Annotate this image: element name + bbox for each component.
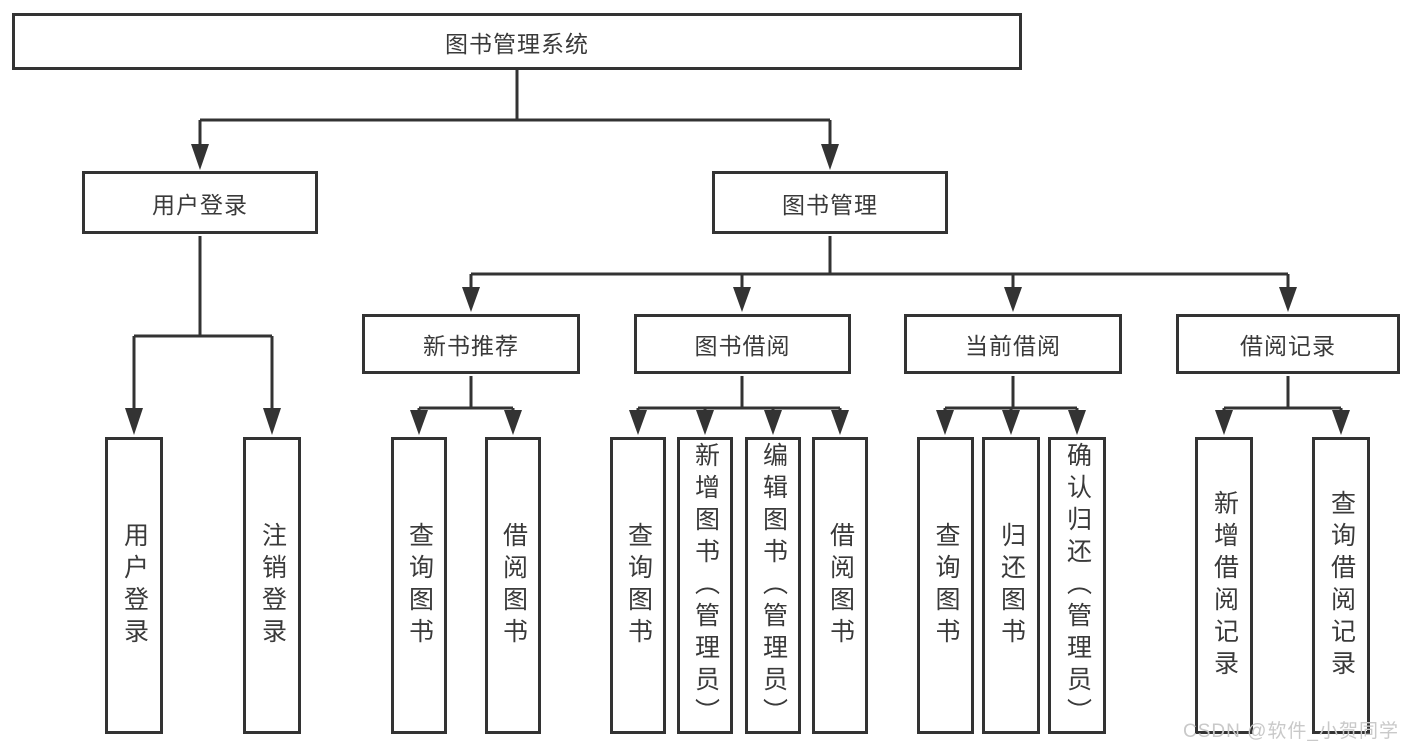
node-book-management: 图书管理 <box>712 171 948 234</box>
node-root: 图书管理系统 <box>12 13 1022 70</box>
leaf-bb-edit-books-admin: 编辑图书（管理员） <box>745 437 801 734</box>
arrowheads <box>125 144 1350 435</box>
node-current-borrowing-label: 当前借阅 <box>965 333 1061 359</box>
leaf-bb-query-books-label: 查询图书 <box>624 521 653 650</box>
leaf-nbr-borrow-books-label: 借阅图书 <box>499 521 528 650</box>
connector-lines <box>132 70 1343 413</box>
leaf-cb-confirm-return-admin: 确认归还（管理员） <box>1048 437 1106 734</box>
node-root-label: 图书管理系统 <box>445 30 589 57</box>
node-new-book-recommend-label: 新书推荐 <box>423 333 519 359</box>
leaf-user-login-label: 用户登录 <box>120 521 149 650</box>
leaf-cb-query-books: 查询图书 <box>917 437 974 734</box>
leaf-bb-add-books-admin: 新增图书（管理员） <box>677 437 733 734</box>
leaf-cb-return-books-label: 归还图书 <box>997 521 1026 650</box>
node-new-book-recommend: 新书推荐 <box>362 314 580 374</box>
leaf-user-login: 用户登录 <box>105 437 163 734</box>
leaf-bb-borrow-books-label: 借阅图书 <box>826 521 855 650</box>
node-borrow-records: 借阅记录 <box>1176 314 1400 374</box>
leaf-br-add-record: 新增借阅记录 <box>1195 437 1253 734</box>
leaf-nbr-borrow-books: 借阅图书 <box>485 437 541 734</box>
node-book-borrowing: 图书借阅 <box>634 314 851 374</box>
node-user-login: 用户登录 <box>82 171 318 234</box>
node-book-management-label: 图书管理 <box>782 191 878 218</box>
node-book-borrowing-label: 图书借阅 <box>694 333 791 359</box>
leaf-nbr-query-books-label: 查询图书 <box>405 521 434 650</box>
leaf-cb-return-books: 归还图书 <box>982 437 1040 734</box>
leaf-cb-confirm-return-admin-label: 确认归还（管理员） <box>1063 441 1092 730</box>
leaf-logout: 注销登录 <box>243 437 301 734</box>
leaf-bb-add-books-admin-label: 新增图书（管理员） <box>691 441 720 730</box>
leaf-logout-label: 注销登录 <box>258 521 287 650</box>
leaf-bb-borrow-books: 借阅图书 <box>812 437 868 734</box>
node-user-login-label: 用户登录 <box>152 191 248 218</box>
leaf-cb-query-books-label: 查询图书 <box>932 521 960 650</box>
leaf-br-add-record-label: 新增借阅记录 <box>1210 489 1239 682</box>
leaf-bb-query-books: 查询图书 <box>610 437 666 734</box>
leaf-bb-edit-books-admin-label: 编辑图书（管理员） <box>759 441 788 730</box>
watermark: CSDN @软件_小贺同学 <box>1183 721 1399 742</box>
leaf-nbr-query-books: 查询图书 <box>391 437 447 734</box>
node-borrow-records-label: 借阅记录 <box>1240 333 1336 359</box>
leaf-br-query-record: 查询借阅记录 <box>1312 437 1370 734</box>
node-current-borrowing: 当前借阅 <box>904 314 1122 374</box>
leaf-br-query-record-label: 查询借阅记录 <box>1327 489 1356 682</box>
